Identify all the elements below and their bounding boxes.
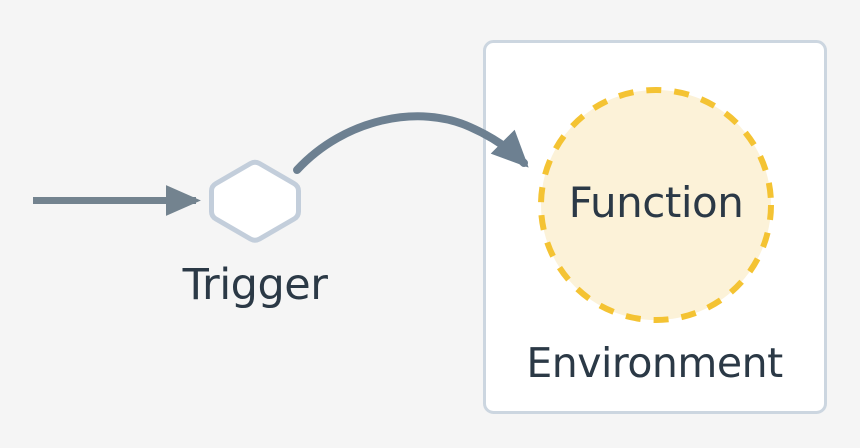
trigger-to-function-arrow	[293, 112, 529, 174]
function-label: Function	[568, 178, 744, 227]
function-circle	[538, 87, 774, 323]
trigger-hexagon	[209, 159, 301, 243]
trigger-label: Trigger	[182, 260, 328, 310]
environment-label: Environment	[526, 339, 783, 387]
